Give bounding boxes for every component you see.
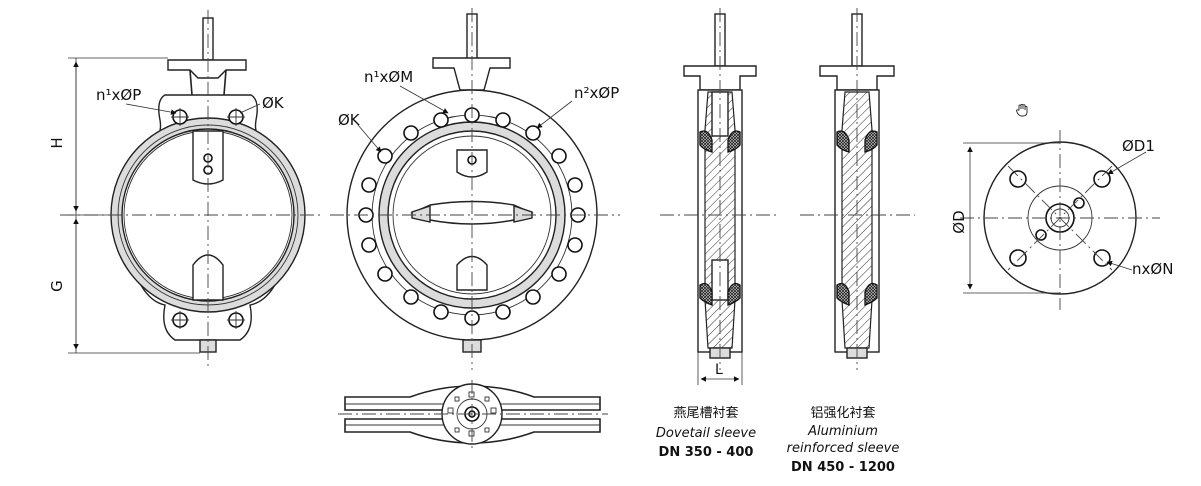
lug-valve-front-view: H G n¹xØP ØK xyxy=(48,10,320,370)
dim-g-label: G xyxy=(48,280,66,292)
dim-d1-label: ØD1 xyxy=(1122,137,1155,155)
dovetail-sleeve-section: L xyxy=(660,8,780,385)
dovetail-caption: 燕尾槽衬套 Dovetail sleeve DN 350 - 400 xyxy=(656,405,756,460)
dim-h-label: H xyxy=(48,137,66,148)
flanged-valve-front-view: n¹xØM n²xØP ØK xyxy=(330,8,620,370)
flange-bolt-holes xyxy=(358,107,586,326)
dia-k-mid-label: ØK xyxy=(338,111,361,129)
aluminium-caption-en-2: reinforced sleeve xyxy=(787,441,900,456)
dim-d-label: ØD xyxy=(950,210,968,233)
aluminium-sleeve-section xyxy=(800,8,915,370)
hand-cursor-icon xyxy=(1016,103,1028,117)
top-flange-detail-view: ØD ØD1 nxØN xyxy=(950,130,1173,310)
dia-k-left-label: ØK xyxy=(262,94,285,112)
flange-holes-2-label: n²xØP xyxy=(574,84,619,102)
aluminium-caption-cn: 铝强化衬套 xyxy=(810,405,875,421)
lug-holes-label: n¹xØP xyxy=(96,86,141,104)
dovetail-caption-en: Dovetail sleeve xyxy=(656,426,756,441)
dim-l-label: L xyxy=(715,362,723,378)
aluminium-caption-range: DN 450 - 1200 xyxy=(791,460,895,475)
flanged-valve-plan-view xyxy=(338,380,608,450)
flange-holes-1-label: n¹xØM xyxy=(364,68,413,86)
aluminium-caption: 铝强化衬套 Aluminium reinforced sleeve DN 450… xyxy=(787,405,900,475)
dovetail-caption-cn: 燕尾槽衬套 xyxy=(673,405,738,421)
aluminium-caption-en-1: Aluminium xyxy=(807,424,878,439)
top-holes-label: nxØN xyxy=(1132,260,1173,278)
dovetail-caption-range: DN 350 - 400 xyxy=(659,445,754,460)
